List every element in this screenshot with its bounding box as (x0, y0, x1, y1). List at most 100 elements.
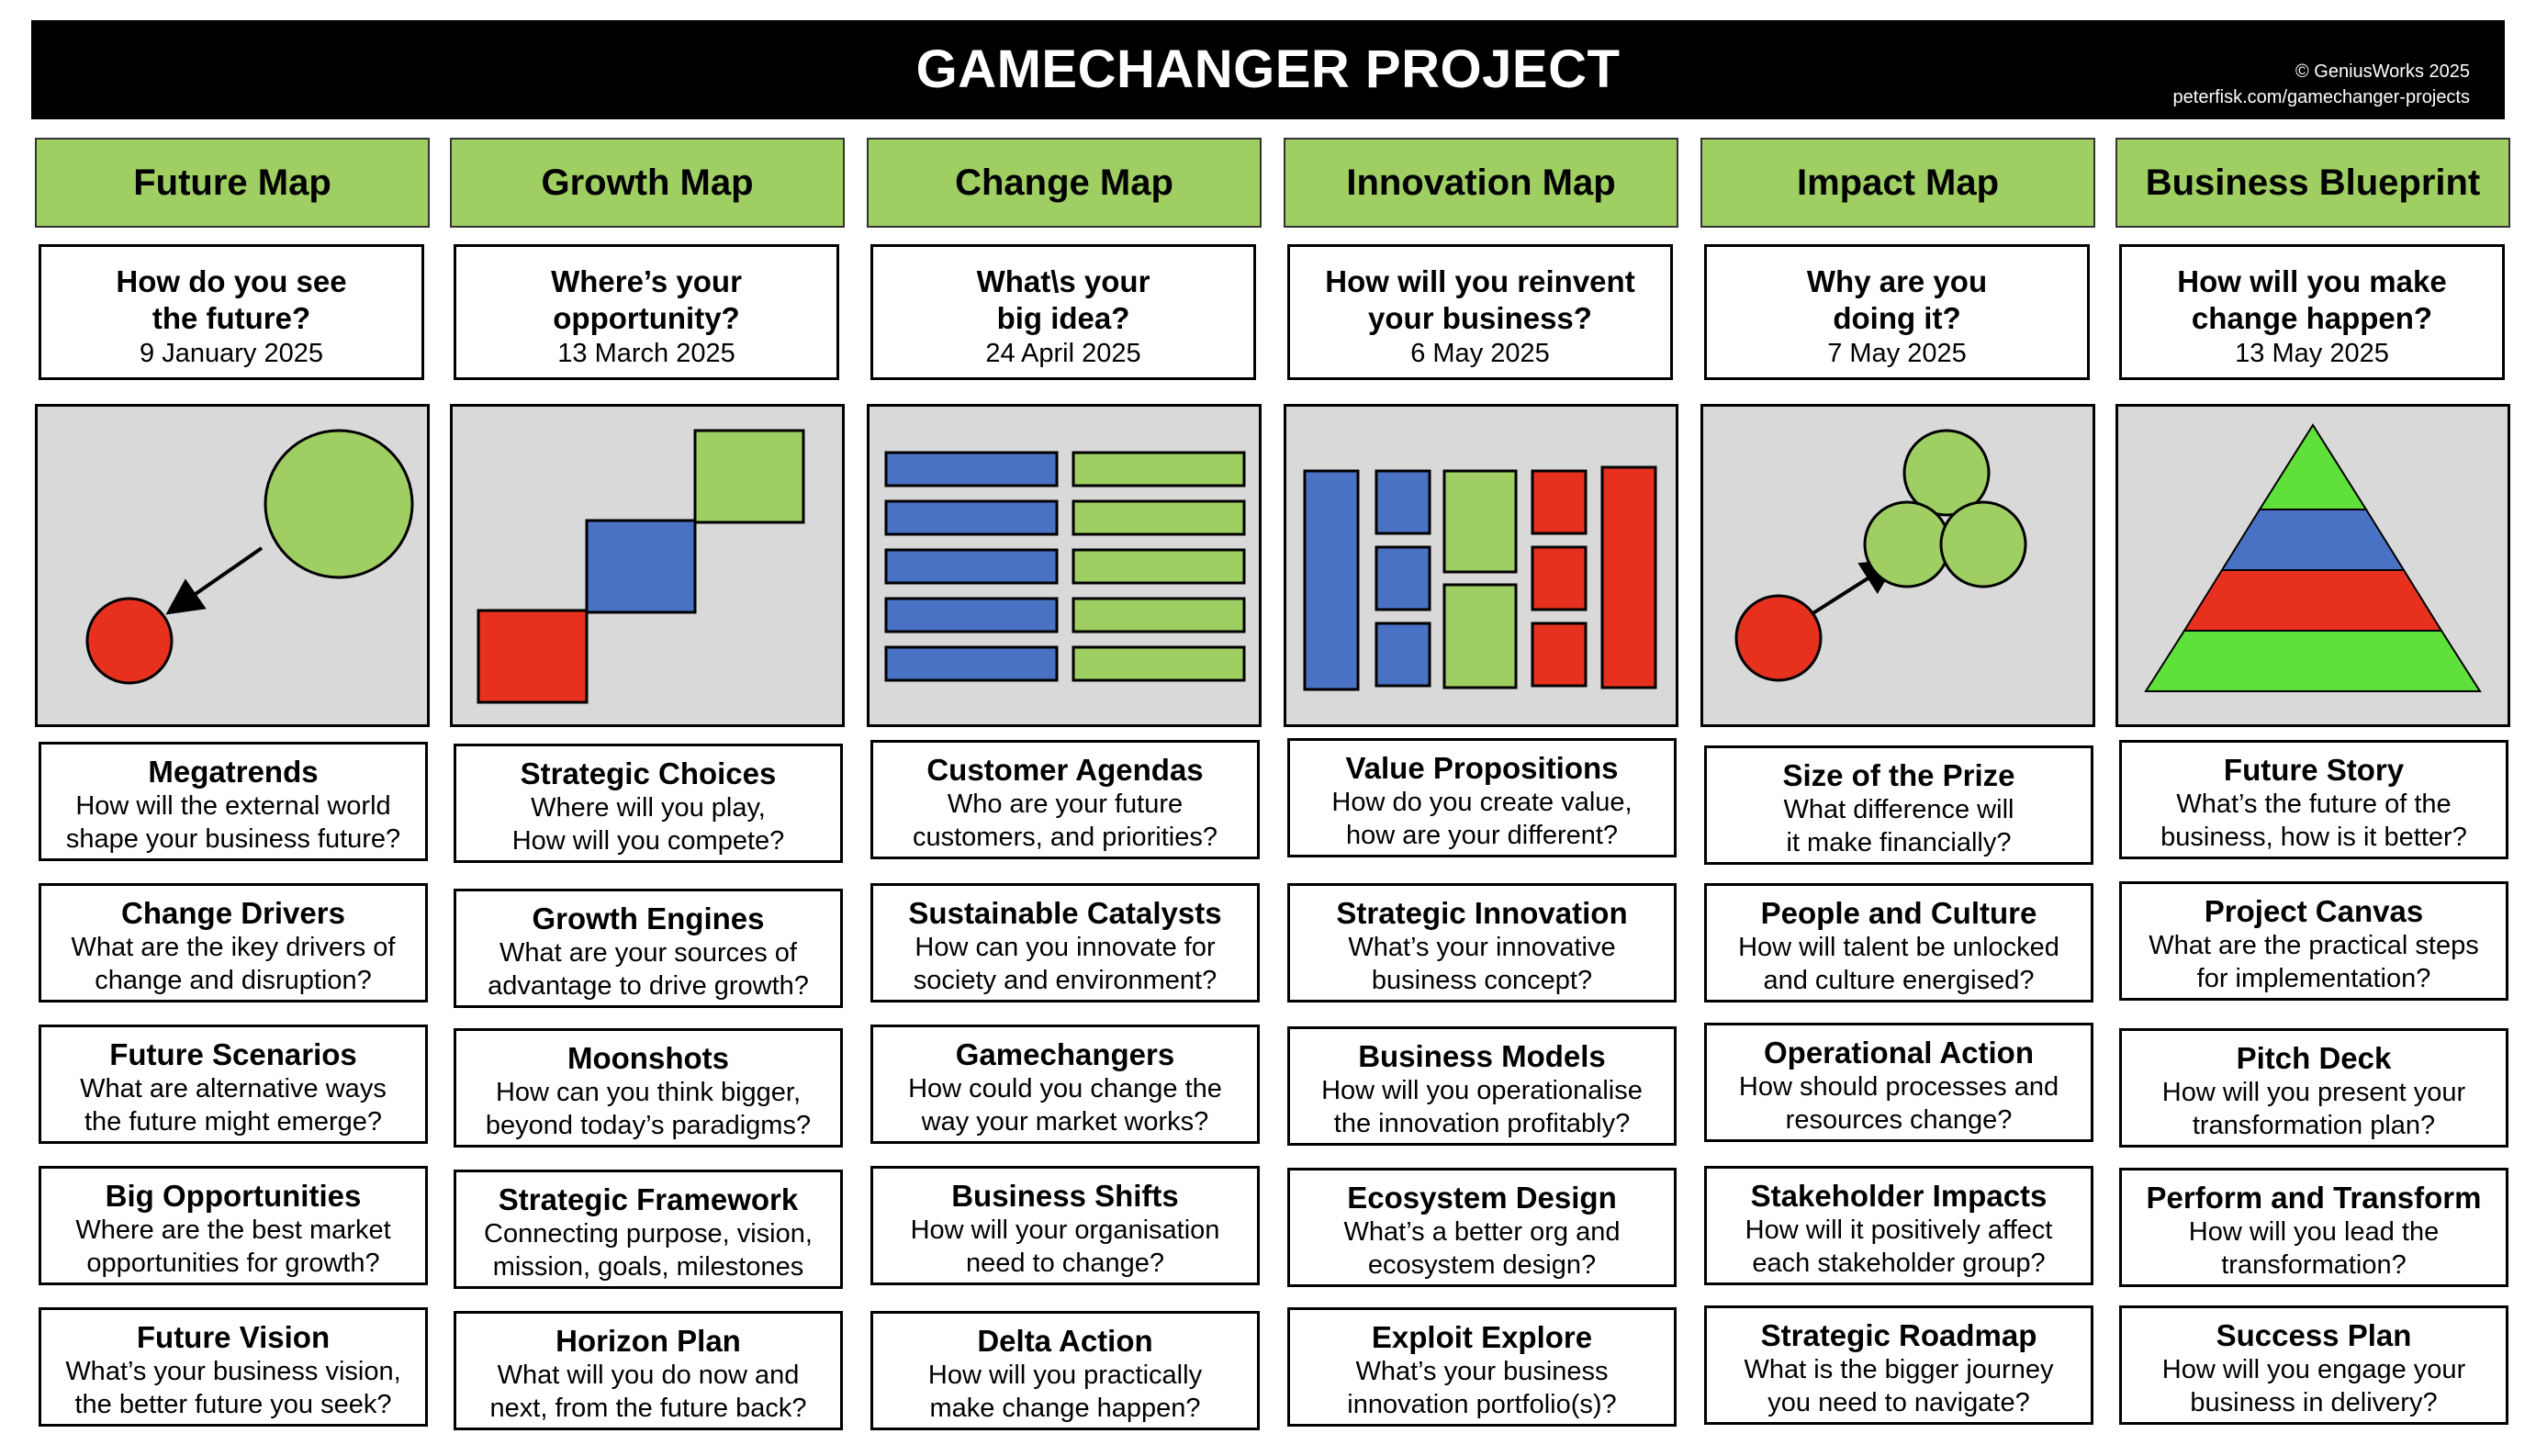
item-desc: Where are the best market (75, 1215, 391, 1245)
question-line: How will you reinvent (1325, 264, 1635, 298)
red-block (1531, 622, 1588, 688)
item-desc: and culture energised? (1763, 966, 2035, 995)
list-item: Strategic Innovation What’s your innovat… (1287, 883, 1677, 1002)
item-title: Project Canvas (2204, 894, 2424, 928)
item-title: Gamechangers (955, 1037, 1175, 1071)
business-blueprint-illustration (2144, 423, 2482, 692)
question-line: Why are you (1806, 264, 1988, 298)
question-box: How do you see the future? 9 January 202… (39, 244, 424, 380)
item-desc: advantage to drive growth? (488, 971, 809, 1001)
question-line: Where’s your (551, 264, 742, 298)
item-desc: How can you think bigger, (495, 1078, 802, 1107)
list-item: Big Opportunities Where are the best mar… (39, 1166, 428, 1285)
item-desc: How do you create value, (1331, 788, 1633, 817)
item-desc: it make financially? (1786, 828, 2012, 857)
item-title: Strategic Framework (498, 1182, 799, 1216)
arrow-icon (165, 546, 264, 615)
item-desc: customers, and priorities? (912, 823, 1218, 852)
green-circle-top (1902, 429, 1991, 517)
item-desc: What difference will (1783, 795, 2014, 824)
illustration-panel (1700, 404, 2095, 727)
item-title: Perform and Transform (2146, 1181, 2482, 1215)
session-date: 9 January 2025 (140, 339, 323, 368)
list-item: Strategic Roadmap What is the bigger jou… (1704, 1305, 2093, 1425)
item-desc: What’s your innovative (1348, 933, 1616, 962)
red-square (477, 609, 589, 704)
item-title: People and Culture (1760, 896, 2037, 930)
item-desc: business, how is it better? (2160, 823, 2467, 852)
list-item: Gamechangers How could you change the wa… (870, 1025, 1260, 1144)
list-item: Size of the Prize What difference will i… (1704, 745, 2093, 865)
list-item: Value Propositions How do you create val… (1287, 738, 1677, 857)
list-item: Future Story What’s the future of the bu… (2119, 740, 2508, 859)
green-bar (1072, 645, 1246, 682)
green-circle-left (1863, 500, 1951, 588)
item-desc: How will talent be unlocked (1738, 933, 2059, 962)
impact-map-illustration (1734, 429, 2027, 682)
item-desc: change and disruption? (95, 966, 372, 995)
title-bar: GAMECHANGER PROJECT © GeniusWorks 2025 p… (31, 20, 2505, 119)
blue-block (1375, 469, 1431, 535)
item-title: Megatrends (148, 755, 319, 789)
item-title: Operational Action (1764, 1036, 2034, 1070)
red-column (1600, 465, 1657, 689)
small-red-circle (85, 597, 174, 685)
item-desc: How will you practically (927, 1361, 1203, 1390)
session-date: 7 May 2025 (1827, 339, 1967, 368)
illustration-panel (450, 404, 845, 727)
item-desc: What’s your business (1355, 1357, 1609, 1386)
item-desc: opportunities for growth? (86, 1249, 380, 1278)
item-desc: each stakeholder group? (1752, 1249, 2046, 1278)
item-title: Ecosystem Design (1347, 1181, 1617, 1215)
item-desc: beyond today’s paradigms? (485, 1111, 812, 1140)
item-desc: What are your sources of (499, 938, 797, 968)
question-line: What\s your (976, 264, 1150, 298)
item-desc: how are your different? (1345, 821, 1619, 850)
item-desc: mission, goals, milestones (492, 1252, 804, 1282)
item-desc: the innovation profitably? (1333, 1109, 1631, 1138)
blue-square (585, 519, 697, 614)
list-item: Business Shifts How will your organisati… (870, 1166, 1260, 1285)
item-desc: shape your business future? (65, 824, 401, 854)
pyramid-blue-layer (2220, 509, 2406, 571)
illustration-panel (2115, 404, 2510, 727)
question-line: your business? (1368, 301, 1592, 335)
item-desc: society and environment? (913, 966, 1218, 995)
item-desc: How will you engage your (2161, 1355, 2466, 1384)
question-line: How will you make (2177, 264, 2447, 298)
item-title: Pitch Deck (2236, 1041, 2392, 1075)
future-map-illustration (85, 429, 414, 685)
question-box: Why are you doing it? 7 May 2025 (1704, 244, 2090, 380)
credit: © GeniusWorks 2025 peterfisk.com/gamecha… (2173, 59, 2470, 110)
item-title: Strategic Choices (520, 756, 777, 790)
list-item: Exploit Explore What’s your business inn… (1287, 1307, 1677, 1427)
list-item: Strategic Choices Where will you play, H… (454, 744, 843, 863)
list-item: People and Culture How will talent be un… (1704, 883, 2093, 1002)
item-title: Strategic Innovation (1336, 896, 1628, 930)
item-desc: What are the practical steps (2149, 931, 2479, 960)
item-title: Business Shifts (951, 1179, 1179, 1213)
item-desc: How will your organisation (910, 1215, 1220, 1245)
item-desc: Who are your future (947, 790, 1184, 819)
blue-column (1303, 469, 1360, 691)
item-desc: way your market works? (921, 1107, 1209, 1137)
list-item: Stakeholder Impacts How will it positive… (1704, 1166, 2093, 1285)
green-bar (1072, 451, 1246, 487)
item-title: Future Scenarios (109, 1037, 357, 1071)
list-item: Growth Engines What are your sources of … (454, 889, 843, 1008)
item-title: Big Opportunities (105, 1179, 362, 1213)
item-title: Exploit Explore (1371, 1320, 1593, 1354)
map-header: Innovation Map (1284, 138, 1678, 228)
website-text: peterfisk.com/gamechanger-projects (2172, 87, 2470, 107)
illustration-panel (35, 404, 430, 727)
blue-bar (884, 645, 1059, 682)
red-block (1531, 469, 1588, 535)
session-date: 24 April 2025 (985, 339, 1141, 368)
pyramid-green-base (2144, 630, 2482, 692)
item-desc: next, from the future back? (489, 1394, 807, 1423)
blue-bar (884, 548, 1059, 585)
item-desc: business concept? (1371, 966, 1593, 995)
item-title: Customer Agendas (926, 753, 1204, 787)
map-header: Impact Map (1700, 138, 2095, 228)
map-header: Growth Map (450, 138, 845, 228)
